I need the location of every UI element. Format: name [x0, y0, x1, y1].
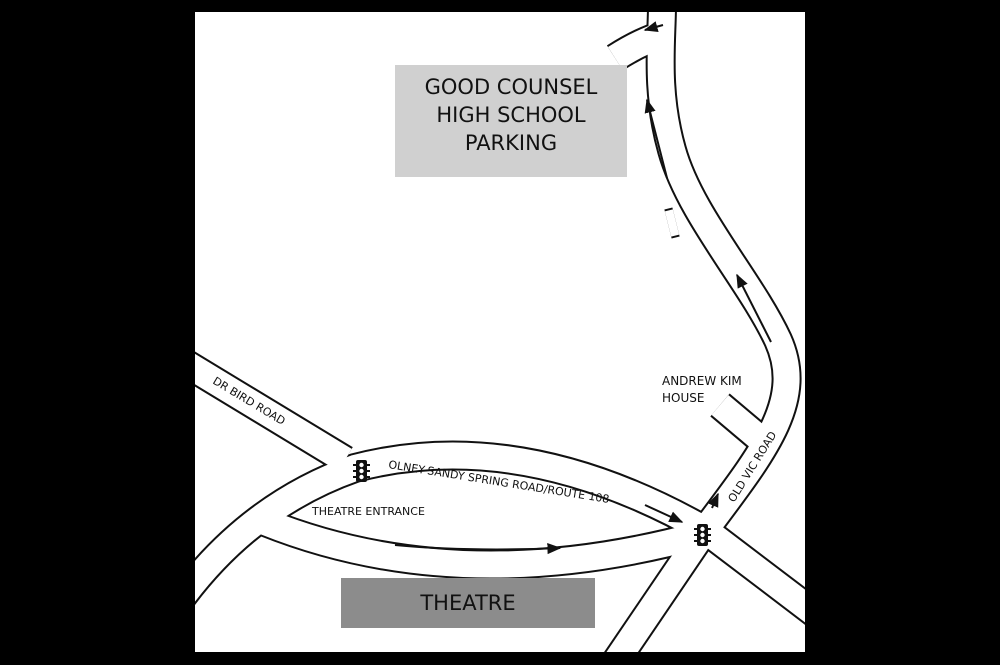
road-network — [195, 12, 805, 652]
traffic-light-icon — [353, 460, 370, 482]
parking-lot-box — [395, 65, 627, 177]
theatre-box — [341, 578, 595, 628]
parking-label-line2: HIGH SCHOOL — [436, 103, 586, 127]
parking-label-line3: PARKING — [465, 131, 557, 155]
theatre-entrance-label: THEATRE ENTRANCE — [311, 505, 425, 518]
andrew-kim-label-line2: HOUSE — [662, 391, 704, 405]
traffic-light-icon — [694, 524, 711, 546]
theatre-label: THEATRE — [419, 591, 515, 615]
direction-arrow-icon — [394, 21, 772, 555]
parking-label-line1: GOOD COUNSEL — [425, 75, 598, 99]
andrew-kim-label-line1: ANDREW KIM — [662, 374, 742, 388]
